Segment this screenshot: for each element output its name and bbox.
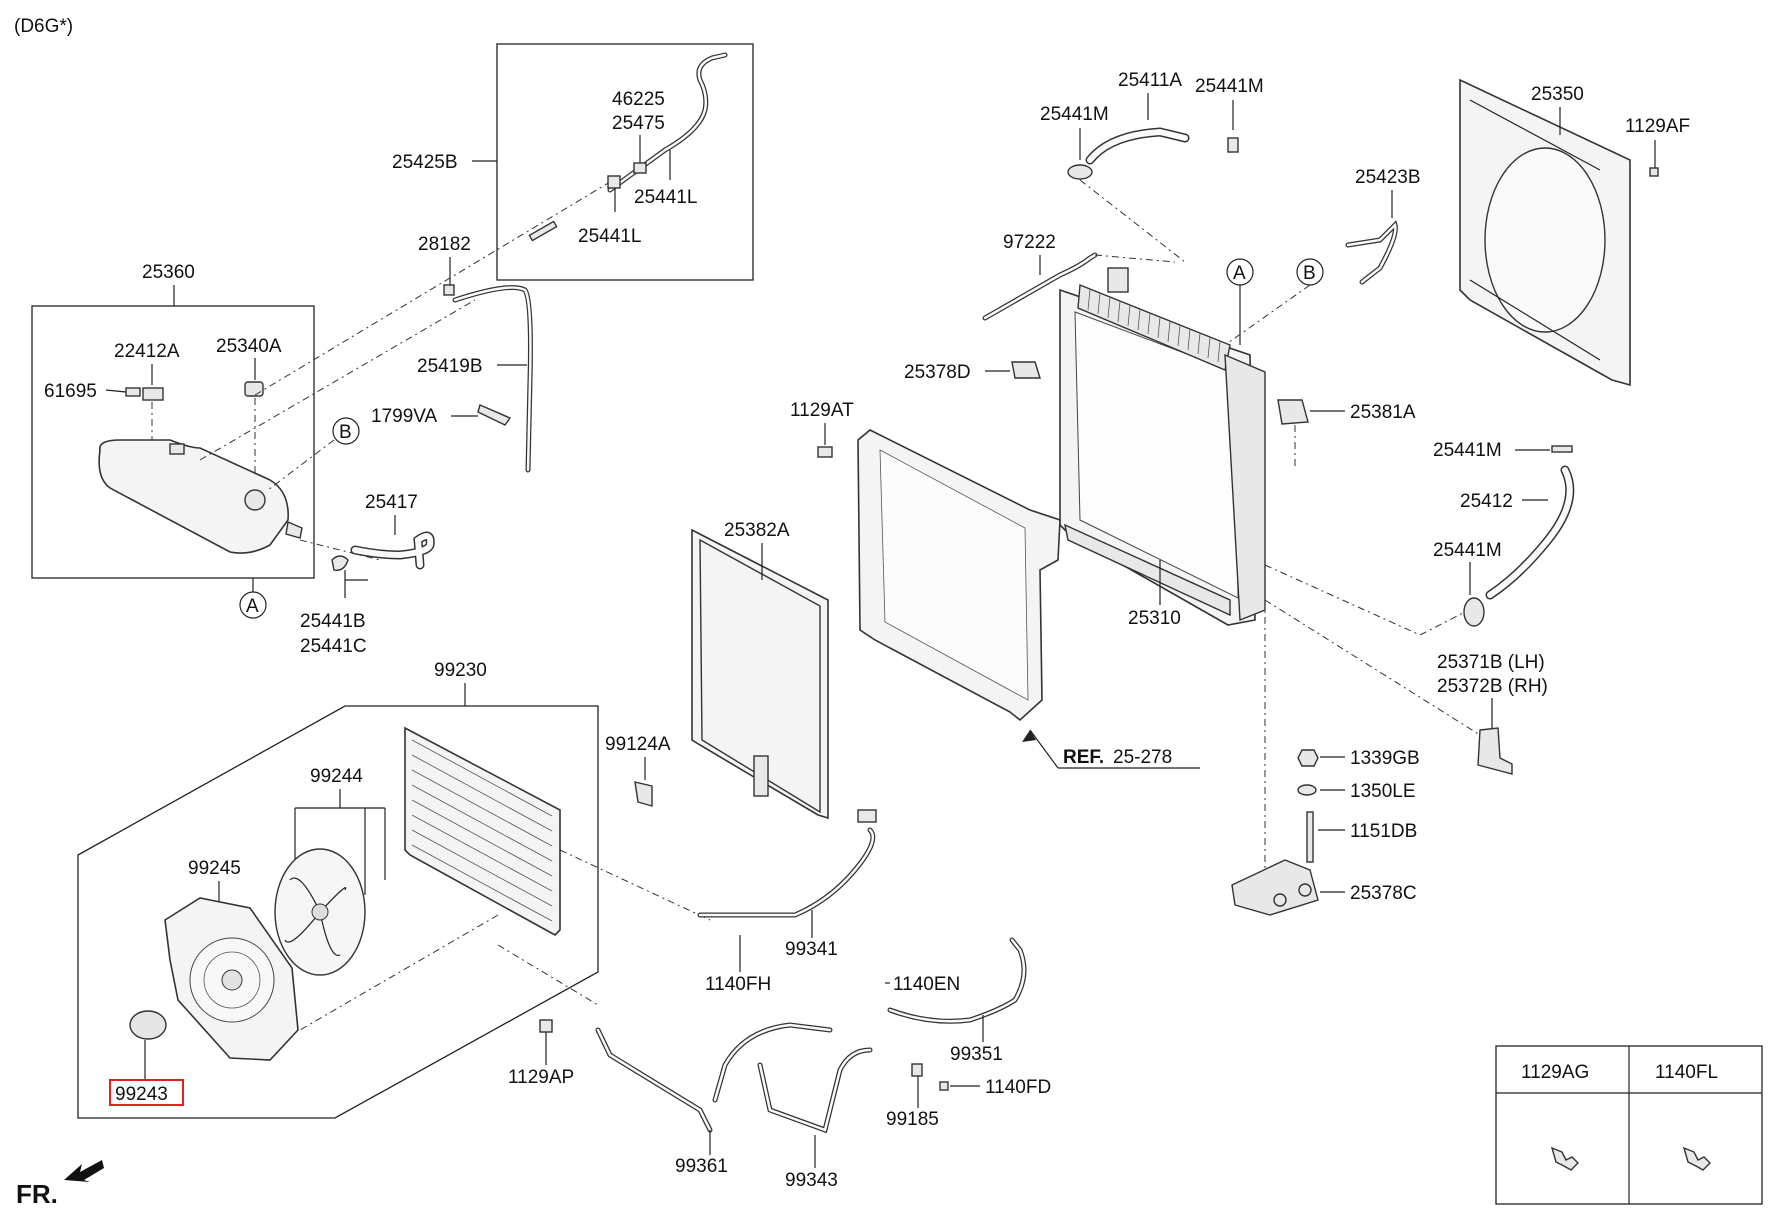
label-25441L-1[interactable]: 25441L [634, 187, 697, 208]
label-1339GB[interactable]: 1339GB [1350, 748, 1420, 769]
label-99185[interactable]: 99185 [886, 1109, 939, 1130]
label-99341[interactable]: 99341 [785, 939, 838, 960]
label-25423B[interactable]: 25423B [1355, 167, 1421, 188]
label-1140FD[interactable]: 1140FD [985, 1077, 1051, 1098]
cap-seal-22412A [142, 387, 164, 401]
ref-prefix: REF. [1063, 747, 1104, 768]
reservoir-group: 25360 22412A 25340A 61695 A [31, 262, 315, 619]
bolt-icon-1129AG [1550, 1146, 1579, 1171]
label-99244[interactable]: 99244 [310, 766, 363, 787]
reservoir-box [31, 305, 315, 579]
label-25378D[interactable]: 25378D [904, 362, 971, 383]
label-25350[interactable]: 25350 [1531, 84, 1584, 105]
frame-25382A [691, 528, 829, 820]
label-25340A[interactable]: 25340A [216, 336, 282, 357]
label-61695[interactable]: 61695 [44, 381, 97, 402]
marker-b-reservoir: B [339, 422, 352, 443]
label-25441M-3[interactable]: 25441M [1433, 440, 1502, 461]
radiator-fins-top [1087, 288, 1221, 363]
highlight-box-99243 [109, 1079, 184, 1106]
bolt-icon-1140FL [1682, 1146, 1711, 1171]
front-arrow-icon [64, 1160, 104, 1182]
table-header-1140FL[interactable]: 1140FL [1655, 1062, 1718, 1083]
label-97222[interactable]: 97222 [1003, 232, 1056, 253]
label-25310[interactable]: 25310 [1128, 608, 1181, 629]
label-46225[interactable]: 46225 [612, 89, 665, 110]
label-25441L-2[interactable]: 25441L [578, 226, 641, 247]
label-25441M-1[interactable]: 25441M [1195, 76, 1264, 97]
label-99351[interactable]: 99351 [950, 1044, 1003, 1065]
label-1129AT[interactable]: 1129AT [790, 400, 854, 421]
label-1129AP[interactable]: 1129AP [508, 1067, 574, 1088]
fan-shroud: 25350 1129AF [1459, 78, 1690, 387]
label-1350LE[interactable]: 1350LE [1350, 781, 1416, 802]
reservoir-tank [98, 439, 289, 554]
marker-a-radiator: A [1233, 263, 1246, 284]
label-25441B[interactable]: 25441B [300, 611, 366, 632]
label-25412[interactable]: 25412 [1460, 491, 1513, 512]
label-99361[interactable]: 99361 [675, 1156, 728, 1177]
label-25371B[interactable]: 25371B (LH) [1437, 652, 1545, 673]
label-99124A[interactable]: 99124A [605, 734, 671, 755]
condenser-group: 99230 99244 99245 99243 [77, 660, 599, 1119]
label-25411A[interactable]: 25411A [1118, 70, 1182, 91]
label-25382A[interactable]: 25382A [724, 520, 790, 541]
label-99343[interactable]: 99343 [785, 1170, 838, 1191]
label-25381A[interactable]: 25381A [1350, 402, 1416, 423]
label-22412A[interactable]: 22412A [114, 341, 180, 362]
label-1799VA[interactable]: 1799VA [371, 406, 438, 427]
label-99245[interactable]: 99245 [188, 858, 241, 879]
ref-number[interactable]: 25-278 [1113, 747, 1172, 768]
label-25441C[interactable]: 25441C [300, 636, 367, 657]
hose-box-group: 25425B 46225 25475 25441L 25441L [392, 43, 754, 281]
label-99230[interactable]: 99230 [434, 660, 487, 681]
label-25441M-4[interactable]: 25441M [1433, 540, 1502, 561]
label-1140FH[interactable]: 1140FH [705, 974, 771, 995]
sticker-61695 [125, 387, 141, 397]
label-28182[interactable]: 28182 [418, 234, 471, 255]
front-label: FR. [16, 1179, 58, 1209]
condenser-box [77, 705, 599, 1119]
marker-b-radiator: B [1303, 263, 1316, 284]
marker-a-reservoir: A [246, 596, 259, 617]
label-1140EN[interactable]: 1140EN [893, 974, 960, 995]
motor-99243 [129, 1010, 167, 1040]
label-25475[interactable]: 25475 [612, 113, 665, 134]
label-25378C[interactable]: 25378C [1350, 883, 1417, 904]
fastener-table: 1129AG 1140FL [1495, 1045, 1763, 1205]
model-code: (D6G*) [14, 16, 73, 37]
label-25372B[interactable]: 25372B (RH) [1437, 676, 1548, 697]
label-25419B[interactable]: 25419B [417, 356, 483, 377]
intercooler [857, 429, 1061, 722]
hose-box [496, 43, 754, 281]
label-99243[interactable]: 99243 [115, 1084, 168, 1105]
label-1151DB[interactable]: 1151DB [1350, 821, 1417, 842]
label-1129AF[interactable]: 1129AF [1625, 116, 1690, 137]
table-header-1129AG[interactable]: 1129AG [1521, 1062, 1589, 1083]
condenser-fins [411, 739, 553, 922]
cap-25340A [244, 381, 264, 397]
label-25425B[interactable]: 25425B [392, 152, 458, 173]
label-25417[interactable]: 25417 [365, 492, 418, 513]
label-25360[interactable]: 25360 [142, 262, 195, 283]
radiator [1059, 267, 1266, 626]
front-direction-indicator: FR. [16, 1160, 104, 1209]
label-25441M-2[interactable]: 25441M [1040, 104, 1109, 125]
